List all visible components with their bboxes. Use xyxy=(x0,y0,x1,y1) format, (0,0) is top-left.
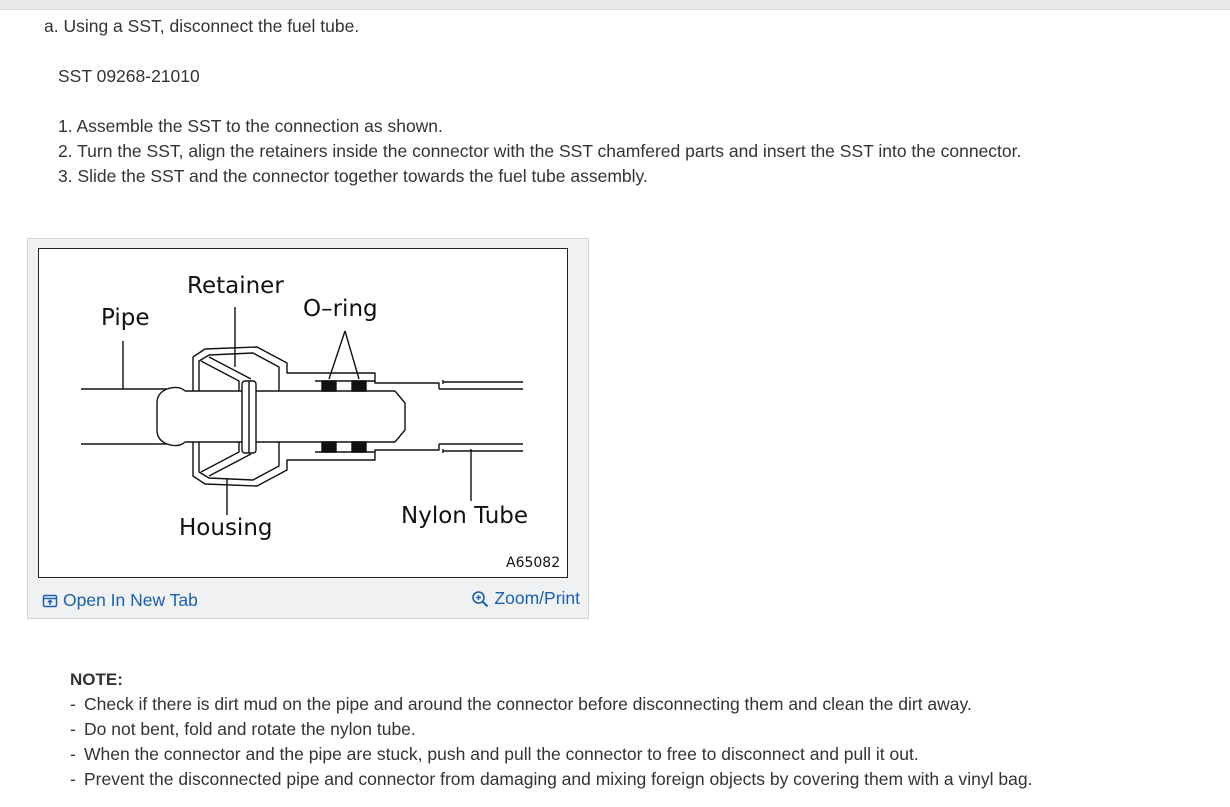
nylon-tube-label: Nylon Tube xyxy=(401,503,529,529)
note-item: Prevent the disconnected pipe and connec… xyxy=(70,769,1032,794)
sst-number: SST 09268-21010 xyxy=(58,66,200,86)
step-a-text: a. Using a SST, disconnect the fuel tube… xyxy=(44,16,360,36)
step-item: 3. Slide the SST and the connector toget… xyxy=(58,166,648,186)
open-in-new-tab-link[interactable]: Open In New Tab xyxy=(42,590,198,611)
housing-label: Housing xyxy=(179,515,273,541)
retainer-label: Retainer xyxy=(187,273,284,299)
zoom-in-icon xyxy=(472,590,489,607)
step-item: 1. Assemble the SST to the connection as… xyxy=(58,116,443,136)
note-item: When the connector and the pipe are stuc… xyxy=(70,744,1032,769)
connector-drawing xyxy=(81,307,523,515)
top-bar xyxy=(0,0,1230,10)
connector-diagram[interactable]: Pipe Retainer O–ring Housing Nylon Tube … xyxy=(38,248,568,578)
open-in-new-tab-icon xyxy=(42,594,58,607)
open-in-new-tab-label: Open In New Tab xyxy=(63,590,198,610)
oring-label: O–ring xyxy=(303,296,378,322)
note-list: Check if there is dirt mud on the pipe a… xyxy=(70,694,1032,794)
zoom-print-link[interactable]: Zoom/Print xyxy=(471,588,580,609)
note-item: Do not bent, fold and rotate the nylon t… xyxy=(70,719,1032,744)
steps-list: 1. Assemble the SST to the connection as… xyxy=(58,116,1021,191)
step-item: 2. Turn the SST, align the retainers ins… xyxy=(58,141,1022,161)
note-item: Check if there is dirt mud on the pipe a… xyxy=(70,694,1032,719)
pipe-label: Pipe xyxy=(101,305,150,331)
note-title: NOTE: xyxy=(70,670,123,689)
figure-code: A65082 xyxy=(506,555,561,571)
figure-card: Pipe Retainer O–ring Housing Nylon Tube … xyxy=(27,238,589,619)
zoom-print-label: Zoom/Print xyxy=(494,588,580,608)
